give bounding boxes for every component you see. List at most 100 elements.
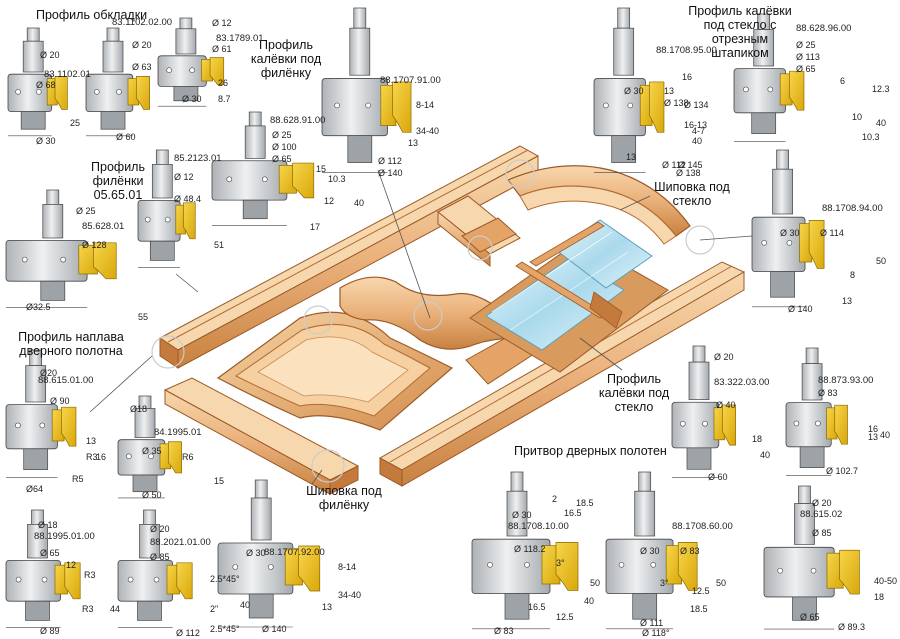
profile-sample [292,162,315,199]
dimension-label: Ø 112 [378,156,402,166]
screw-icon [627,102,634,109]
dimension-label: Ø 20 [714,352,734,362]
profile-sample [93,242,117,280]
cutter-body [763,546,835,598]
spindle-cap [26,27,40,42]
spindle-cap [46,189,60,205]
dimension-label: Ø32.5 [26,302,51,312]
dimension-label: 34-40 [416,126,440,136]
tool-t10 [751,149,825,308]
tool-code: 88.615.02 [800,509,843,520]
dimension-label: 50 [716,578,727,588]
dimension-label: 44 [110,604,121,614]
dimension-label: 40 [880,430,891,440]
dimension-label: Ø 138 [676,168,701,178]
spindle-cap [805,347,819,364]
screw-icon [41,576,48,583]
dimension-label: 2" [210,604,219,614]
dimension-label: 40 [760,450,771,460]
heading-profile-glass-groove: Профиль калёвки под стекло [598,372,670,414]
dimension-label: Ø 90 [50,396,70,406]
dimension-label: R6 [182,452,194,462]
cutter-body [5,404,58,450]
tool-code: 88.1995.01.00 [34,531,95,542]
dimension-label: 34-40 [338,590,362,600]
dimension-label: Ø64 [26,484,44,494]
profile-sample [834,404,848,445]
tool-code: 85.628.01 [82,221,125,232]
screw-icon [261,176,268,183]
dimension-label: Ø 114 [820,228,844,238]
dimension-label: Ø 100 [272,142,297,152]
screw-icon [116,89,122,95]
spindle-cap [106,27,120,42]
dimension-label: 13 [86,436,97,446]
profile-sample [176,562,193,600]
dimension-label: 50 [876,256,887,266]
dimension-label: 10.3 [862,132,880,142]
cutter-body [137,199,181,242]
dimension-label: 8-14 [416,100,435,110]
dimension-label: Ø 85 [150,552,170,562]
dimension-label: 40 [692,136,703,146]
dimension-label: Ø 20 [40,50,60,60]
cutter-hub [20,111,46,130]
cutter-hub [25,600,50,621]
dimension-label: 16.5 [528,602,546,612]
dimension-label: 2.5*45° [210,574,240,584]
screw-icon [618,561,625,568]
dimension-label: Ø 50 [142,490,162,500]
dimension-label: Ø 48.4 [174,194,202,204]
tool-t9 [5,189,117,308]
tool-t19 [605,471,698,630]
screw-icon [650,561,657,568]
dimension-label: Ø 30 [780,228,800,238]
spindle-cap [143,509,156,525]
dimension-label: 2 [552,494,558,504]
tool-code: 85.2123.01 [174,153,222,164]
dimension-label: Ø 30 [182,94,202,104]
dimension-label: 18.5 [690,604,708,614]
profile-sample [183,202,196,240]
glass-section [469,219,669,373]
dimension-label: 12.5 [692,586,710,596]
dimension-label: Ø 30 [640,546,660,556]
tool-code: 88.628.96.00 [796,23,852,34]
cutter-body [117,439,166,476]
screw-icon [487,561,493,568]
dimension-label: Ø 68 [36,80,56,90]
dimension-label: 16.5 [564,508,582,518]
screw-icon [702,420,708,427]
spindle-shaft [801,363,823,401]
cutter-hub [686,447,712,470]
heading-door-rebate: Притвор дверных полотен [514,444,667,458]
dimension-label: 26 [218,78,229,88]
dimension-label: Ø 25 [796,40,816,50]
dimension-label: 8 [850,270,856,280]
tool-t6 [593,7,665,173]
spindle-shaft [134,408,156,438]
dimension-label: R3 [86,452,98,462]
tool-t1 [7,27,68,137]
dimension-label: Ø 112 [662,160,686,170]
dimension-label: Ø 40 [716,400,736,410]
cutter-body [671,401,720,449]
dimension-label: Ø 145 [678,160,703,170]
heading-profile-glass-groove-bead: Профиль калёвки под стекло с отрезным шт… [688,4,792,60]
profile-sample [677,542,698,591]
dimension-label: Ø 60 [708,472,728,482]
dimension-label: 18.5 [576,498,594,508]
screw-icon [21,256,28,263]
screw-icon [126,453,132,460]
cutter-hub [770,271,795,298]
cutter-hub [611,135,637,163]
leader-lines [89,169,753,485]
cross-pieces [437,195,521,268]
spindle-cap [179,17,193,30]
heading-tenon-panel: Шиповка под филёнку [306,484,382,512]
spindle-cap [776,149,789,170]
cutter-hub [242,199,268,220]
tool-t5 [211,111,315,226]
screw-icon [232,564,239,570]
